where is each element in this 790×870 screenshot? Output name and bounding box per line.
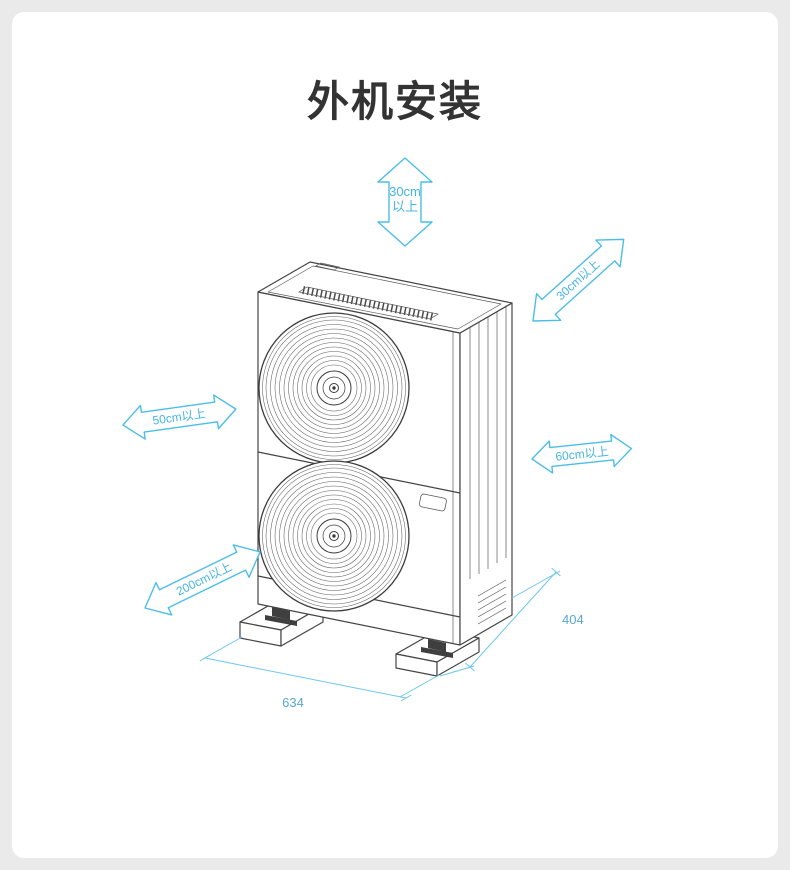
clearance-arrow-top: 30cm 以上 [377, 157, 433, 247]
page-title: 外机安装 [306, 78, 483, 125]
dimension-depth-label: 404 [562, 612, 584, 627]
outdoor-unit-drawing [257, 261, 513, 658]
clearance-arrow-top-right: 30cm以上 [532, 238, 625, 322]
fan-grille-top [258, 312, 410, 464]
clearance-label-top-line1: 30cm [389, 184, 421, 199]
side-bottom-grille [477, 579, 507, 625]
double-arrow-icon [144, 544, 261, 616]
double-arrow-icon [122, 394, 237, 440]
side-louvers [469, 306, 507, 579]
clearance-arrow-left: 50cm以上 [122, 394, 237, 440]
clearance-label-top-line2: 以上 [392, 199, 418, 214]
clearance-arrow-right: 60cm以上 [531, 433, 633, 474]
dimension-width-label: 634 [282, 695, 304, 710]
fan-grille-bottom [258, 460, 410, 612]
unit-foot-left [265, 607, 297, 626]
brand-label [419, 493, 447, 512]
double-arrow-icon [377, 157, 433, 247]
dimension-width: 634 [199, 636, 440, 710]
clearance-label-top-right: 30cm以上 [553, 257, 602, 303]
unit-top-face [257, 261, 513, 334]
dimension-depth: 404 [439, 567, 584, 677]
double-arrow-icon [532, 238, 625, 322]
top-cap-detail [315, 262, 340, 271]
double-arrow-icon [531, 433, 633, 474]
top-grille-slot [298, 286, 439, 321]
top-panel-outline [267, 265, 502, 330]
unit-foot-right [421, 639, 453, 658]
clearance-label-right: 60cm以上 [555, 444, 610, 464]
clearance-arrow-bottom-left: 200cm以上 [144, 544, 261, 616]
unit-side-face [459, 302, 513, 646]
